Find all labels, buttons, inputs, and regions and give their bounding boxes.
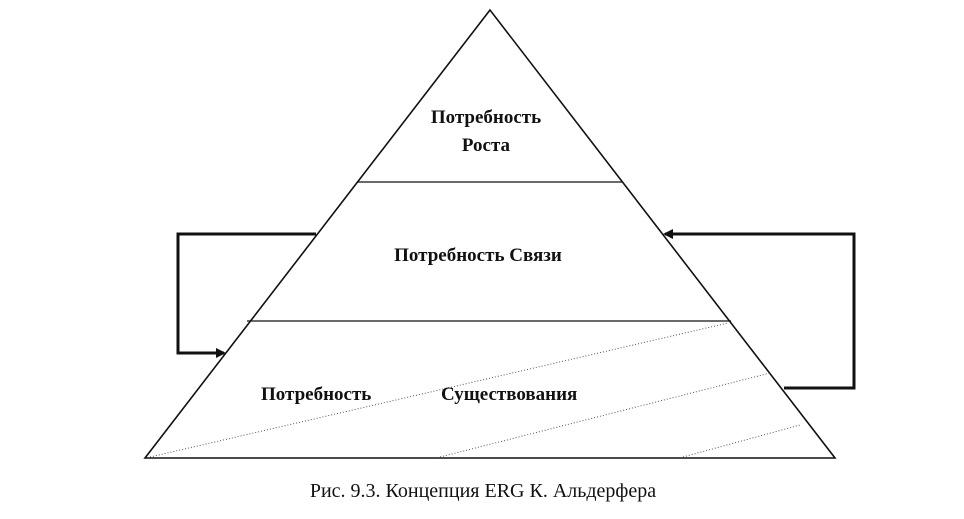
growth-label-line1: Потребность — [431, 107, 541, 128]
left-loop-arrow — [176, 232, 316, 358]
growth-label-line2: Роста — [462, 135, 511, 156]
right-loop-arrow — [663, 229, 856, 390]
hatch-line — [682, 424, 801, 458]
figure-caption: Рис. 9.3. Концепция ERG К. Альдерфера — [310, 480, 656, 502]
relatedness-label: Потребность Связи — [394, 245, 562, 266]
existence-hatching — [149, 322, 801, 458]
existence-label-part2: Существования — [441, 384, 577, 405]
pyramid-outline — [143, 8, 837, 459]
existence-label-part1: Потребность — [261, 384, 371, 405]
hatch-line — [149, 322, 729, 458]
